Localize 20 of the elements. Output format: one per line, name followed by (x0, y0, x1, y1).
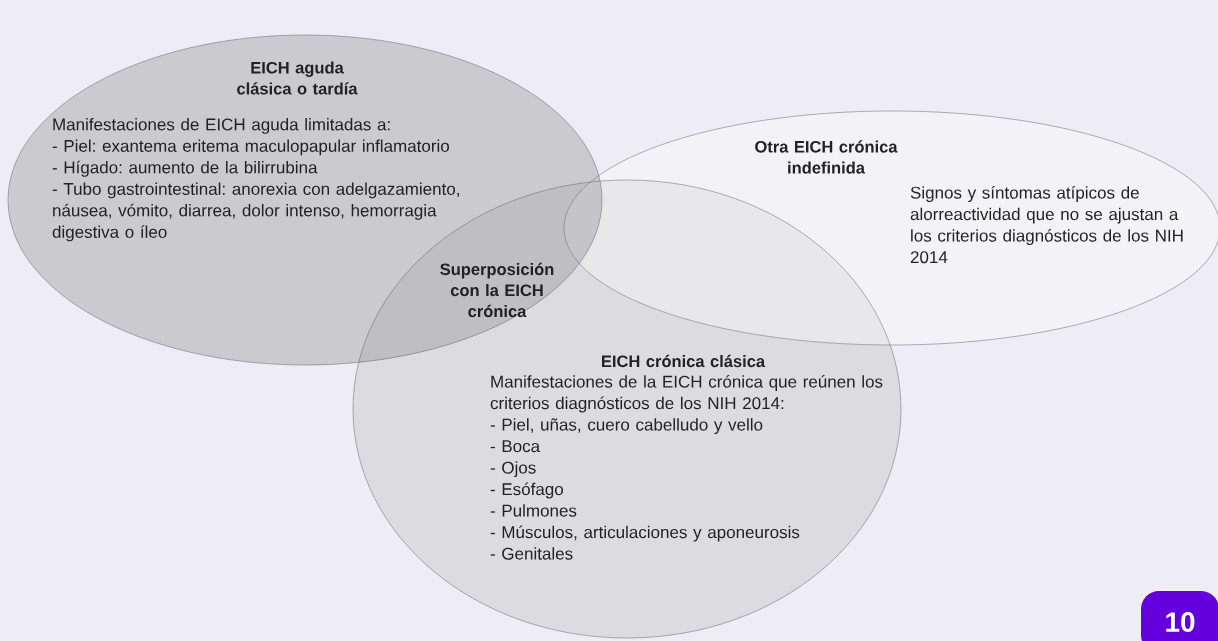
body-text: Signos y síntomas atípicos de alorreactividad que no se ajustan a los criterios diagnósticos de los NIH 2014 (910, 186, 1183, 264)
ellipse-heading: EICH crónica clásica (602, 354, 766, 368)
ellipse-heading: Otra EICH crónica indefinida (755, 140, 898, 174)
node-label: - Piel: exantema eritema maculopapular inflamatorio (52, 139, 449, 156)
node-label: - Piel, uñas, cuero cabelludo y vello (490, 418, 763, 435)
node-label: - Genitales (490, 547, 573, 560)
ellipse-heading: EICH aguda clásica o tardía (237, 61, 358, 95)
node-label: Manifestaciones de EICH aguda limitadas a: (53, 118, 390, 134)
node-label: Manifestaciones de la EICH crónica que reúnen los criterios diagnósticos de los NIH 2014: (490, 375, 883, 413)
node-label: - Boca (490, 440, 541, 453)
overlap-label: Superposición con la EICH crónica (440, 262, 554, 318)
node-label: - Pulmones (490, 504, 577, 517)
node-label: - Tubo gastrointestinal: anorexia con adelgazamiento, náusea, vómito, diarrea, dolor intenso, hemorragia digestiva o íleo (52, 182, 459, 242)
node-label: - Ojos (490, 461, 536, 478)
node-label: - Esófago (490, 482, 563, 499)
body-text: Manifestaciones de EICH aguda limitadas a: - Piel: exantema eritema maculopapular inflamatorio - Hígado: aumento de la bilirrubina - Tubo gastrointestinal: anorexia con adelgazamiento, náusea, vómito, diarrea, dolor intenso, hemorragia digestiva o íleo (52, 118, 459, 242)
node-label: - Hígado: aumento de la bilirrubina (52, 160, 318, 177)
node-label: - Músculos, articulaciones y aponeurosis (490, 525, 800, 542)
body-text: Manifestaciones de la EICH crónica que reúnen los criterios diagnósticos de los NIH 2014: - Piel, uñas, cuero cabelludo y vello - Boca - Ojos - Esófago - Pulmones - Músculos, articulaciones y aponeurosis - Genitales (490, 375, 883, 560)
page-number-badge: 10 (1141, 591, 1218, 641)
